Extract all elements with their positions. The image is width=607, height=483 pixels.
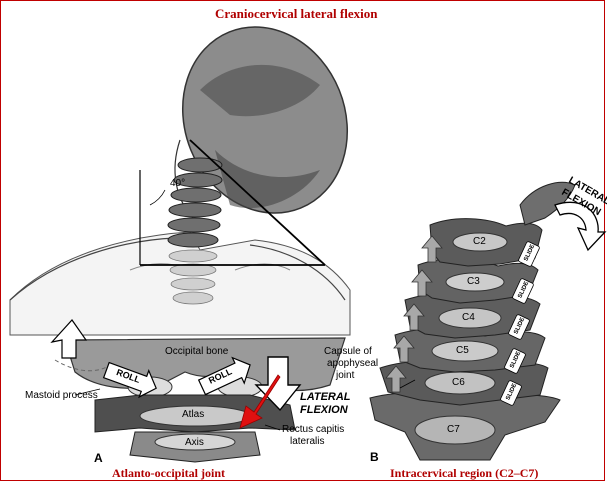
head-shoulders-drawing [10, 2, 375, 335]
rectus-capitis-line2: lateralis [290, 436, 324, 447]
vertebra-c7-label: C7 [447, 424, 460, 435]
panel-a-letter: A [94, 451, 103, 465]
vertebra-c3-label: C3 [467, 276, 480, 287]
panel-b-title: Intracervical region (C2–C7) [390, 466, 538, 481]
lateral-flexion-a-line2: FLEXION [300, 404, 348, 416]
cervical-column-drawing [370, 182, 605, 460]
panel-a-title: Atlanto-occipital joint [112, 466, 225, 481]
rectus-capitis-line1: Rectus capitis [282, 424, 344, 435]
vertebra-c5-label: C5 [456, 345, 469, 356]
angle-label: 40° [170, 178, 185, 189]
atlas-label: Atlas [182, 409, 204, 420]
panel-b-letter: B [370, 450, 379, 464]
capsule-label-line1: Capsule of [324, 346, 372, 357]
vertebra-c2-label: C2 [473, 236, 486, 247]
axis-label: Axis [185, 437, 204, 448]
capsule-label-line2: apophyseal [327, 358, 378, 369]
lateral-flexion-a-line1: LATERAL [300, 391, 351, 403]
main-title: Craniocervical lateral flexion [215, 6, 377, 22]
vertebra-c4-label: C4 [462, 312, 475, 323]
capsule-label-line3: joint [336, 370, 354, 381]
mastoid-process-label: Mastoid process [25, 390, 98, 401]
occipital-bone-label: Occipital bone [165, 346, 228, 357]
vertebra-c6-label: C6 [452, 377, 465, 388]
